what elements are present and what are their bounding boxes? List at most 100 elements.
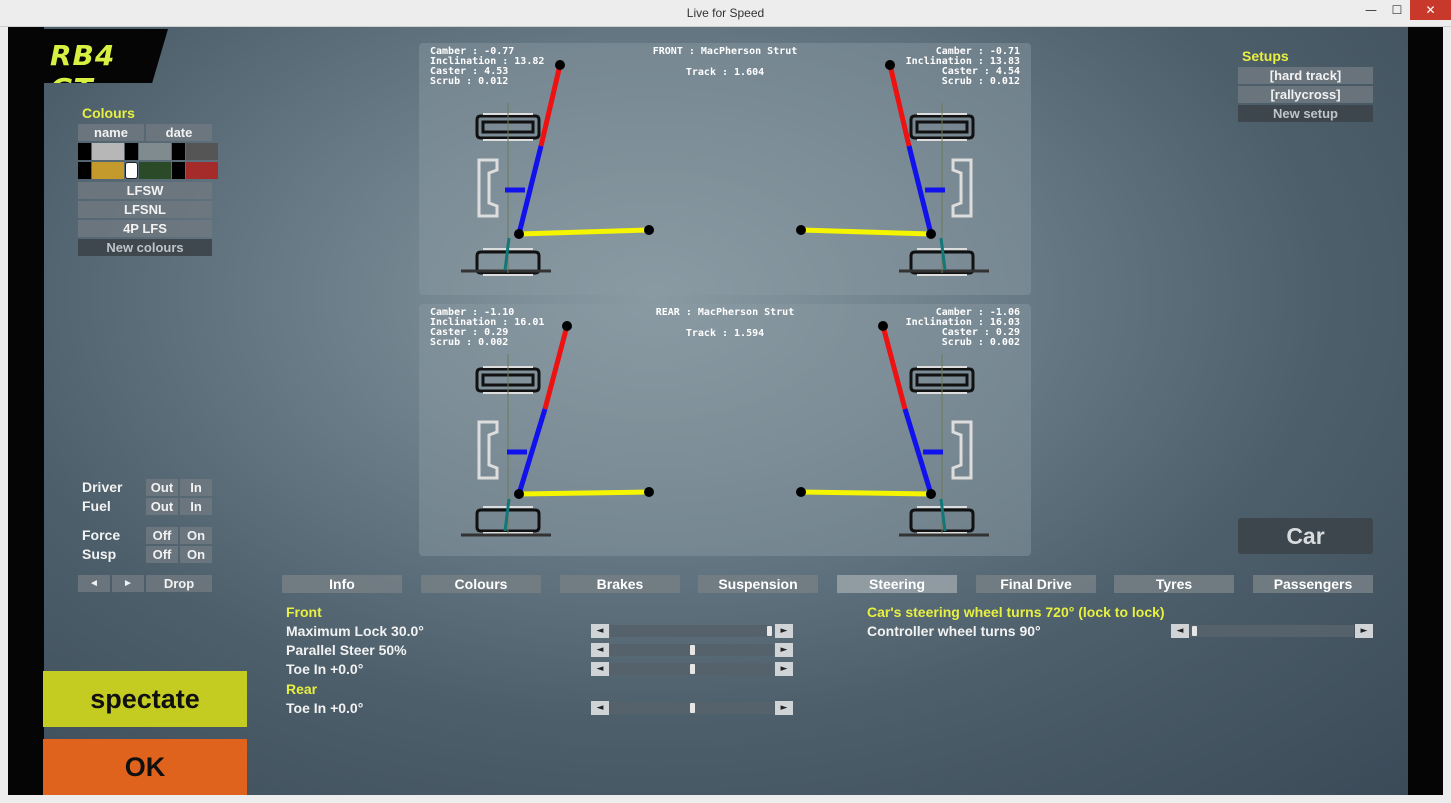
tab-info[interactable]: Info bbox=[282, 575, 402, 593]
rear-toe-in-increase-button[interactable]: ► bbox=[775, 701, 793, 715]
rear-toe-in-thumb[interactable] bbox=[689, 703, 695, 713]
rear-left-scrub: Scrub : 0.002 bbox=[430, 337, 509, 348]
sort-by-name-button[interactable]: name bbox=[78, 124, 144, 141]
tab-suspension[interactable]: Suspension bbox=[698, 575, 818, 593]
rear-left-caster: Caster : 0.29 bbox=[430, 327, 509, 338]
sort-by-date-button[interactable]: date bbox=[146, 124, 212, 141]
colour-swatch[interactable] bbox=[139, 143, 171, 160]
colour-swatch[interactable] bbox=[125, 162, 138, 179]
front-left-wheel-assembly bbox=[461, 60, 654, 276]
maximize-button[interactable]: ☐ bbox=[1391, 3, 1403, 17]
new-setup-button[interactable]: New setup bbox=[1238, 105, 1373, 122]
letterbox-right bbox=[1408, 27, 1443, 795]
parallel-steer-decrease-button[interactable]: ◄ bbox=[591, 643, 609, 657]
front-toe-in-thumb[interactable] bbox=[689, 664, 695, 674]
window-title: Live for Speed bbox=[686, 6, 765, 20]
colour-swatch[interactable] bbox=[186, 162, 218, 179]
front-toe-in-label: Toe In +0.0° bbox=[286, 661, 364, 677]
rear-right-scrub: Scrub : 0.002 bbox=[941, 337, 1020, 348]
maximum-lock-slider[interactable]: ◄ ► bbox=[591, 624, 793, 638]
maximum-lock-increase-button[interactable]: ► bbox=[775, 624, 793, 638]
front-toe-in-slider[interactable]: ◄ ► bbox=[591, 662, 793, 676]
maximum-lock-decrease-button[interactable]: ◄ bbox=[591, 624, 609, 638]
tab-tyres[interactable]: Tyres bbox=[1114, 575, 1234, 593]
front-toe-in-decrease-button[interactable]: ◄ bbox=[591, 662, 609, 676]
rear-right-caster: Caster : 0.29 bbox=[941, 327, 1020, 338]
force-label: Force bbox=[82, 527, 121, 543]
parallel-steer-increase-button[interactable]: ► bbox=[775, 643, 793, 657]
colour-swatch[interactable] bbox=[172, 162, 185, 179]
colour-swatch[interactable] bbox=[92, 162, 124, 179]
driver-out-button[interactable]: Out bbox=[146, 479, 178, 496]
front-right-wheel-assembly bbox=[796, 60, 989, 276]
close-button[interactable]: ✕ bbox=[1410, 0, 1451, 20]
susp-label: Susp bbox=[82, 546, 117, 562]
rear-right-wheel-assembly bbox=[796, 321, 989, 537]
fuel-out-button[interactable]: Out bbox=[146, 498, 178, 515]
parallel-steer-label: Parallel Steer 50% bbox=[286, 642, 407, 658]
colour-swatch[interactable] bbox=[125, 143, 138, 160]
front-left-camber: Camber : -0.77 bbox=[430, 46, 515, 57]
rear-suspension-panel: Camber : -1.10 Inclination : 16.01 Caste… bbox=[419, 304, 1031, 556]
next-car-button[interactable]: ► bbox=[112, 575, 144, 592]
colour-swatch[interactable] bbox=[172, 143, 185, 160]
minimize-button[interactable]: — bbox=[1365, 3, 1377, 17]
new-colours-button[interactable]: New colours bbox=[78, 239, 212, 256]
colours-title: Colours bbox=[82, 105, 135, 121]
colour-preset-lfsnl[interactable]: LFSNL bbox=[78, 201, 212, 218]
fuel-label: Fuel bbox=[82, 498, 111, 514]
colour-swatch[interactable] bbox=[92, 143, 124, 160]
front-toe-in-increase-button[interactable]: ► bbox=[775, 662, 793, 676]
tab-brakes[interactable]: Brakes bbox=[560, 575, 680, 593]
front-suspension-panel: Camber : -0.77 Inclination : 13.82 Caste… bbox=[419, 43, 1031, 295]
colour-swatch[interactable] bbox=[139, 162, 171, 179]
controller-wheel-increase-button[interactable]: ► bbox=[1355, 624, 1373, 638]
controller-wheel-thumb[interactable] bbox=[1192, 626, 1197, 636]
window-titlebar: Live for Speed — ☐ ✕ bbox=[0, 0, 1451, 27]
colour-swatch[interactable] bbox=[186, 143, 218, 160]
setup-hard-track[interactable]: [hard track] bbox=[1238, 67, 1373, 84]
controller-wheel-decrease-button[interactable]: ◄ bbox=[1171, 624, 1189, 638]
rear-header: Rear bbox=[286, 681, 318, 697]
colour-preset-4p-lfs[interactable]: 4P LFS bbox=[78, 220, 212, 237]
front-right-inclination: Inclination : 13.83 bbox=[905, 56, 1020, 67]
window-frame-left bbox=[0, 27, 8, 803]
controller-wheel-label: Controller wheel turns 90° bbox=[867, 623, 1041, 639]
colour-swatch[interactable] bbox=[78, 162, 91, 179]
rear-track: Track : 1.594 bbox=[685, 328, 765, 339]
parallel-steer-thumb[interactable] bbox=[689, 645, 695, 655]
window-frame-right bbox=[1443, 27, 1451, 803]
rear-toe-in-slider[interactable]: ◄ ► bbox=[591, 701, 793, 715]
window-frame-bottom bbox=[0, 795, 1451, 803]
previous-car-button[interactable]: ◄ bbox=[78, 575, 110, 592]
ok-button[interactable]: OK bbox=[43, 739, 247, 795]
controller-wheel-slider[interactable]: ◄ ► bbox=[1171, 624, 1373, 638]
parallel-steer-slider[interactable]: ◄ ► bbox=[591, 643, 793, 657]
fuel-in-button[interactable]: In bbox=[180, 498, 212, 515]
rear-toe-in-decrease-button[interactable]: ◄ bbox=[591, 701, 609, 715]
controller-wheel-track[interactable] bbox=[1190, 625, 1354, 637]
force-on-button[interactable]: On bbox=[180, 527, 212, 544]
tab-passengers[interactable]: Passengers bbox=[1253, 575, 1373, 593]
maximum-lock-thumb[interactable] bbox=[767, 626, 772, 636]
tab-steering[interactable]: Steering bbox=[837, 575, 957, 593]
susp-off-button[interactable]: Off bbox=[146, 546, 178, 563]
spectate-button[interactable]: spectate bbox=[43, 671, 247, 727]
maximum-lock-label: Maximum Lock 30.0° bbox=[286, 623, 424, 639]
setups-title: Setups bbox=[1242, 48, 1289, 64]
setup-rallycross[interactable]: [rallycross] bbox=[1238, 86, 1373, 103]
susp-on-button[interactable]: On bbox=[180, 546, 212, 563]
tab-final-drive[interactable]: Final Drive bbox=[976, 575, 1096, 593]
colour-preset-lfsw[interactable]: LFSW bbox=[78, 182, 212, 199]
tab-colours[interactable]: Colours bbox=[421, 575, 541, 593]
rear-right-inclination: Inclination : 16.03 bbox=[905, 317, 1020, 328]
front-suspension-diagram bbox=[461, 60, 989, 276]
drop-button[interactable]: Drop bbox=[146, 575, 212, 592]
front-left-inclination: Inclination : 13.82 bbox=[430, 56, 545, 67]
driver-in-button[interactable]: In bbox=[180, 479, 212, 496]
maximum-lock-track[interactable] bbox=[610, 625, 774, 637]
force-off-button[interactable]: Off bbox=[146, 527, 178, 544]
front-left-caster: Caster : 4.53 bbox=[430, 66, 509, 77]
colour-swatch[interactable] bbox=[78, 143, 91, 160]
car-view-button[interactable]: Car bbox=[1238, 518, 1373, 554]
